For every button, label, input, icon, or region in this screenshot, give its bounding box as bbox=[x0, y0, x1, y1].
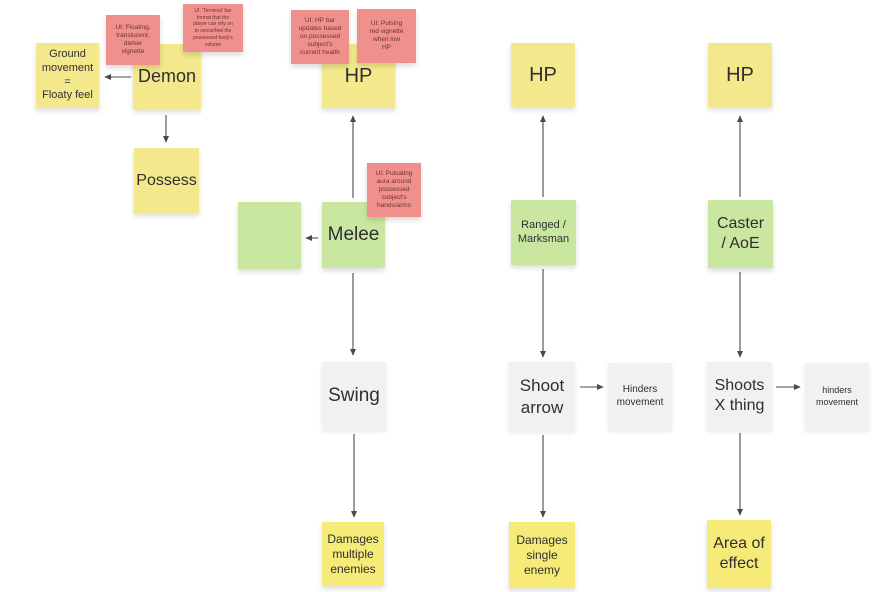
sticky-note-text: hinders movement bbox=[815, 385, 859, 407]
sticky-note-ui-floating-vignette[interactable]: UI: Floating, translucent, darker vignet… bbox=[106, 15, 160, 65]
sticky-note-text: UI: Pulsing red vignette when low HP bbox=[369, 19, 404, 52]
sticky-note-hinders-movement-ranged[interactable]: Hinders movement bbox=[608, 363, 672, 430]
sticky-note-possess[interactable]: Possess bbox=[134, 148, 199, 213]
sticky-note-shoots-x-thing[interactable]: Shoots X thing bbox=[707, 362, 772, 430]
sticky-note-caster-aoe[interactable]: Caster / AoE bbox=[708, 200, 773, 268]
sticky-note-text: UI: 'Terminal' bar format that the playe… bbox=[193, 7, 233, 48]
sticky-note-text: Swing bbox=[328, 385, 380, 407]
sticky-note-text: UI: Pulsating aura around possessed subj… bbox=[375, 169, 413, 210]
sticky-note-text: Melee bbox=[327, 224, 380, 246]
sticky-note-ui-pulsating-aura[interactable]: UI: Pulsating aura around possessed subj… bbox=[367, 163, 421, 217]
sticky-note-text: Shoot arrow bbox=[519, 376, 565, 417]
sticky-note-text: Shoots X thing bbox=[714, 377, 765, 414]
sticky-note-text: Possess bbox=[136, 171, 197, 189]
sticky-note-text: UI: Floating, translucent, darker vignet… bbox=[115, 23, 151, 56]
sticky-note-ground-movement[interactable]: Ground movement = Floaty feel bbox=[36, 43, 99, 108]
sticky-note-text: Caster / AoE bbox=[716, 215, 765, 252]
sticky-note-text: Ranged / Marksman bbox=[517, 218, 570, 245]
sticky-note-text: HP bbox=[726, 63, 754, 86]
sticky-note-demon[interactable]: Demon bbox=[133, 44, 201, 109]
sticky-note-text: UI: HP bar updates based on possessed su… bbox=[298, 16, 342, 57]
sticky-note-ui-terminal-bar[interactable]: UI: 'Terminal' bar format that the playe… bbox=[183, 4, 243, 52]
sticky-note-text: Ground movement = Floaty feel bbox=[41, 48, 94, 102]
sticky-note-text: Area of effect bbox=[713, 535, 765, 572]
sticky-note-text: Demon bbox=[137, 66, 197, 87]
sticky-note-ui-hp-bar[interactable]: UI: HP bar updates based on possessed su… bbox=[291, 10, 349, 64]
sticky-note-hinders-movement-caster[interactable]: hinders movement bbox=[805, 363, 869, 430]
sticky-note-text: Hinders movement bbox=[616, 384, 664, 408]
sticky-note-hp-caster[interactable]: HP bbox=[708, 43, 772, 107]
sticky-note-text: Damages single enemy bbox=[516, 532, 568, 577]
sticky-note-ranged-marksman[interactable]: Ranged / Marksman bbox=[511, 200, 576, 265]
sticky-note-shoot-arrow[interactable]: Shoot arrow bbox=[509, 362, 575, 431]
sticky-note-text: HP bbox=[529, 63, 557, 86]
sticky-note-area-of-effect[interactable]: Area of effect bbox=[707, 520, 771, 588]
sticky-note-damages-multiple[interactable]: Damages multiple enemies bbox=[322, 522, 384, 586]
sticky-note-blank-green[interactable] bbox=[238, 202, 301, 269]
sticky-note-swing[interactable]: Swing bbox=[322, 362, 386, 430]
sticky-note-text: HP bbox=[344, 64, 373, 87]
sticky-note-ui-pulsing-vignette[interactable]: UI: Pulsing red vignette when low HP bbox=[357, 9, 416, 63]
sticky-note-hp-ranged[interactable]: HP bbox=[511, 43, 575, 107]
sticky-note-damages-single[interactable]: Damages single enemy bbox=[509, 522, 575, 588]
sticky-note-text: Damages multiple enemies bbox=[327, 531, 379, 576]
